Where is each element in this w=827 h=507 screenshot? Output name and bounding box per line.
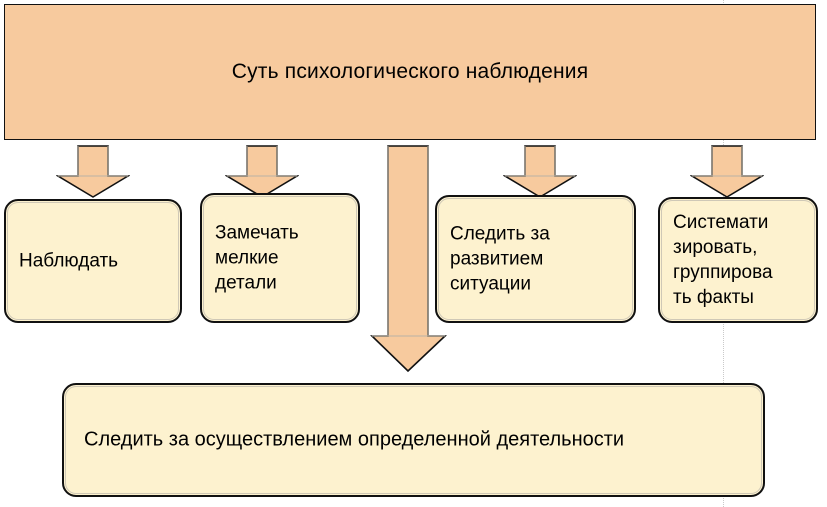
bottom-node-label: Следить за осуществлением определенной д… — [84, 428, 625, 451]
page-title: Суть психологического наблюдения — [231, 60, 589, 83]
arrow-to-node-4[interactable] — [690, 145, 764, 199]
header-banner[interactable]: Суть психологического наблюдения — [4, 4, 816, 140]
arrow-to-node-1[interactable] — [56, 145, 130, 199]
arrow-to-bottom-node[interactable] — [370, 145, 448, 373]
node-2[interactable]: Замечать мелкие детали — [200, 193, 360, 323]
node-3[interactable]: Следить за развитием ситуации — [435, 195, 636, 323]
node-3-label: Следить за развитием ситуации — [450, 223, 550, 295]
node-1-label: Наблюдать — [19, 250, 119, 272]
node-2-label: Замечать мелкие детали — [215, 222, 299, 294]
node-1[interactable]: Наблюдать — [4, 199, 182, 323]
node-4-label: Системати зировать, группирова ть факты — [673, 212, 773, 308]
arrow-to-node-3[interactable] — [503, 145, 577, 199]
bottom-node[interactable]: Следить за осуществлением определенной д… — [62, 383, 765, 497]
arrow-to-node-2[interactable] — [225, 145, 299, 199]
node-4[interactable]: Системати зировать, группирова ть факты — [658, 197, 818, 323]
